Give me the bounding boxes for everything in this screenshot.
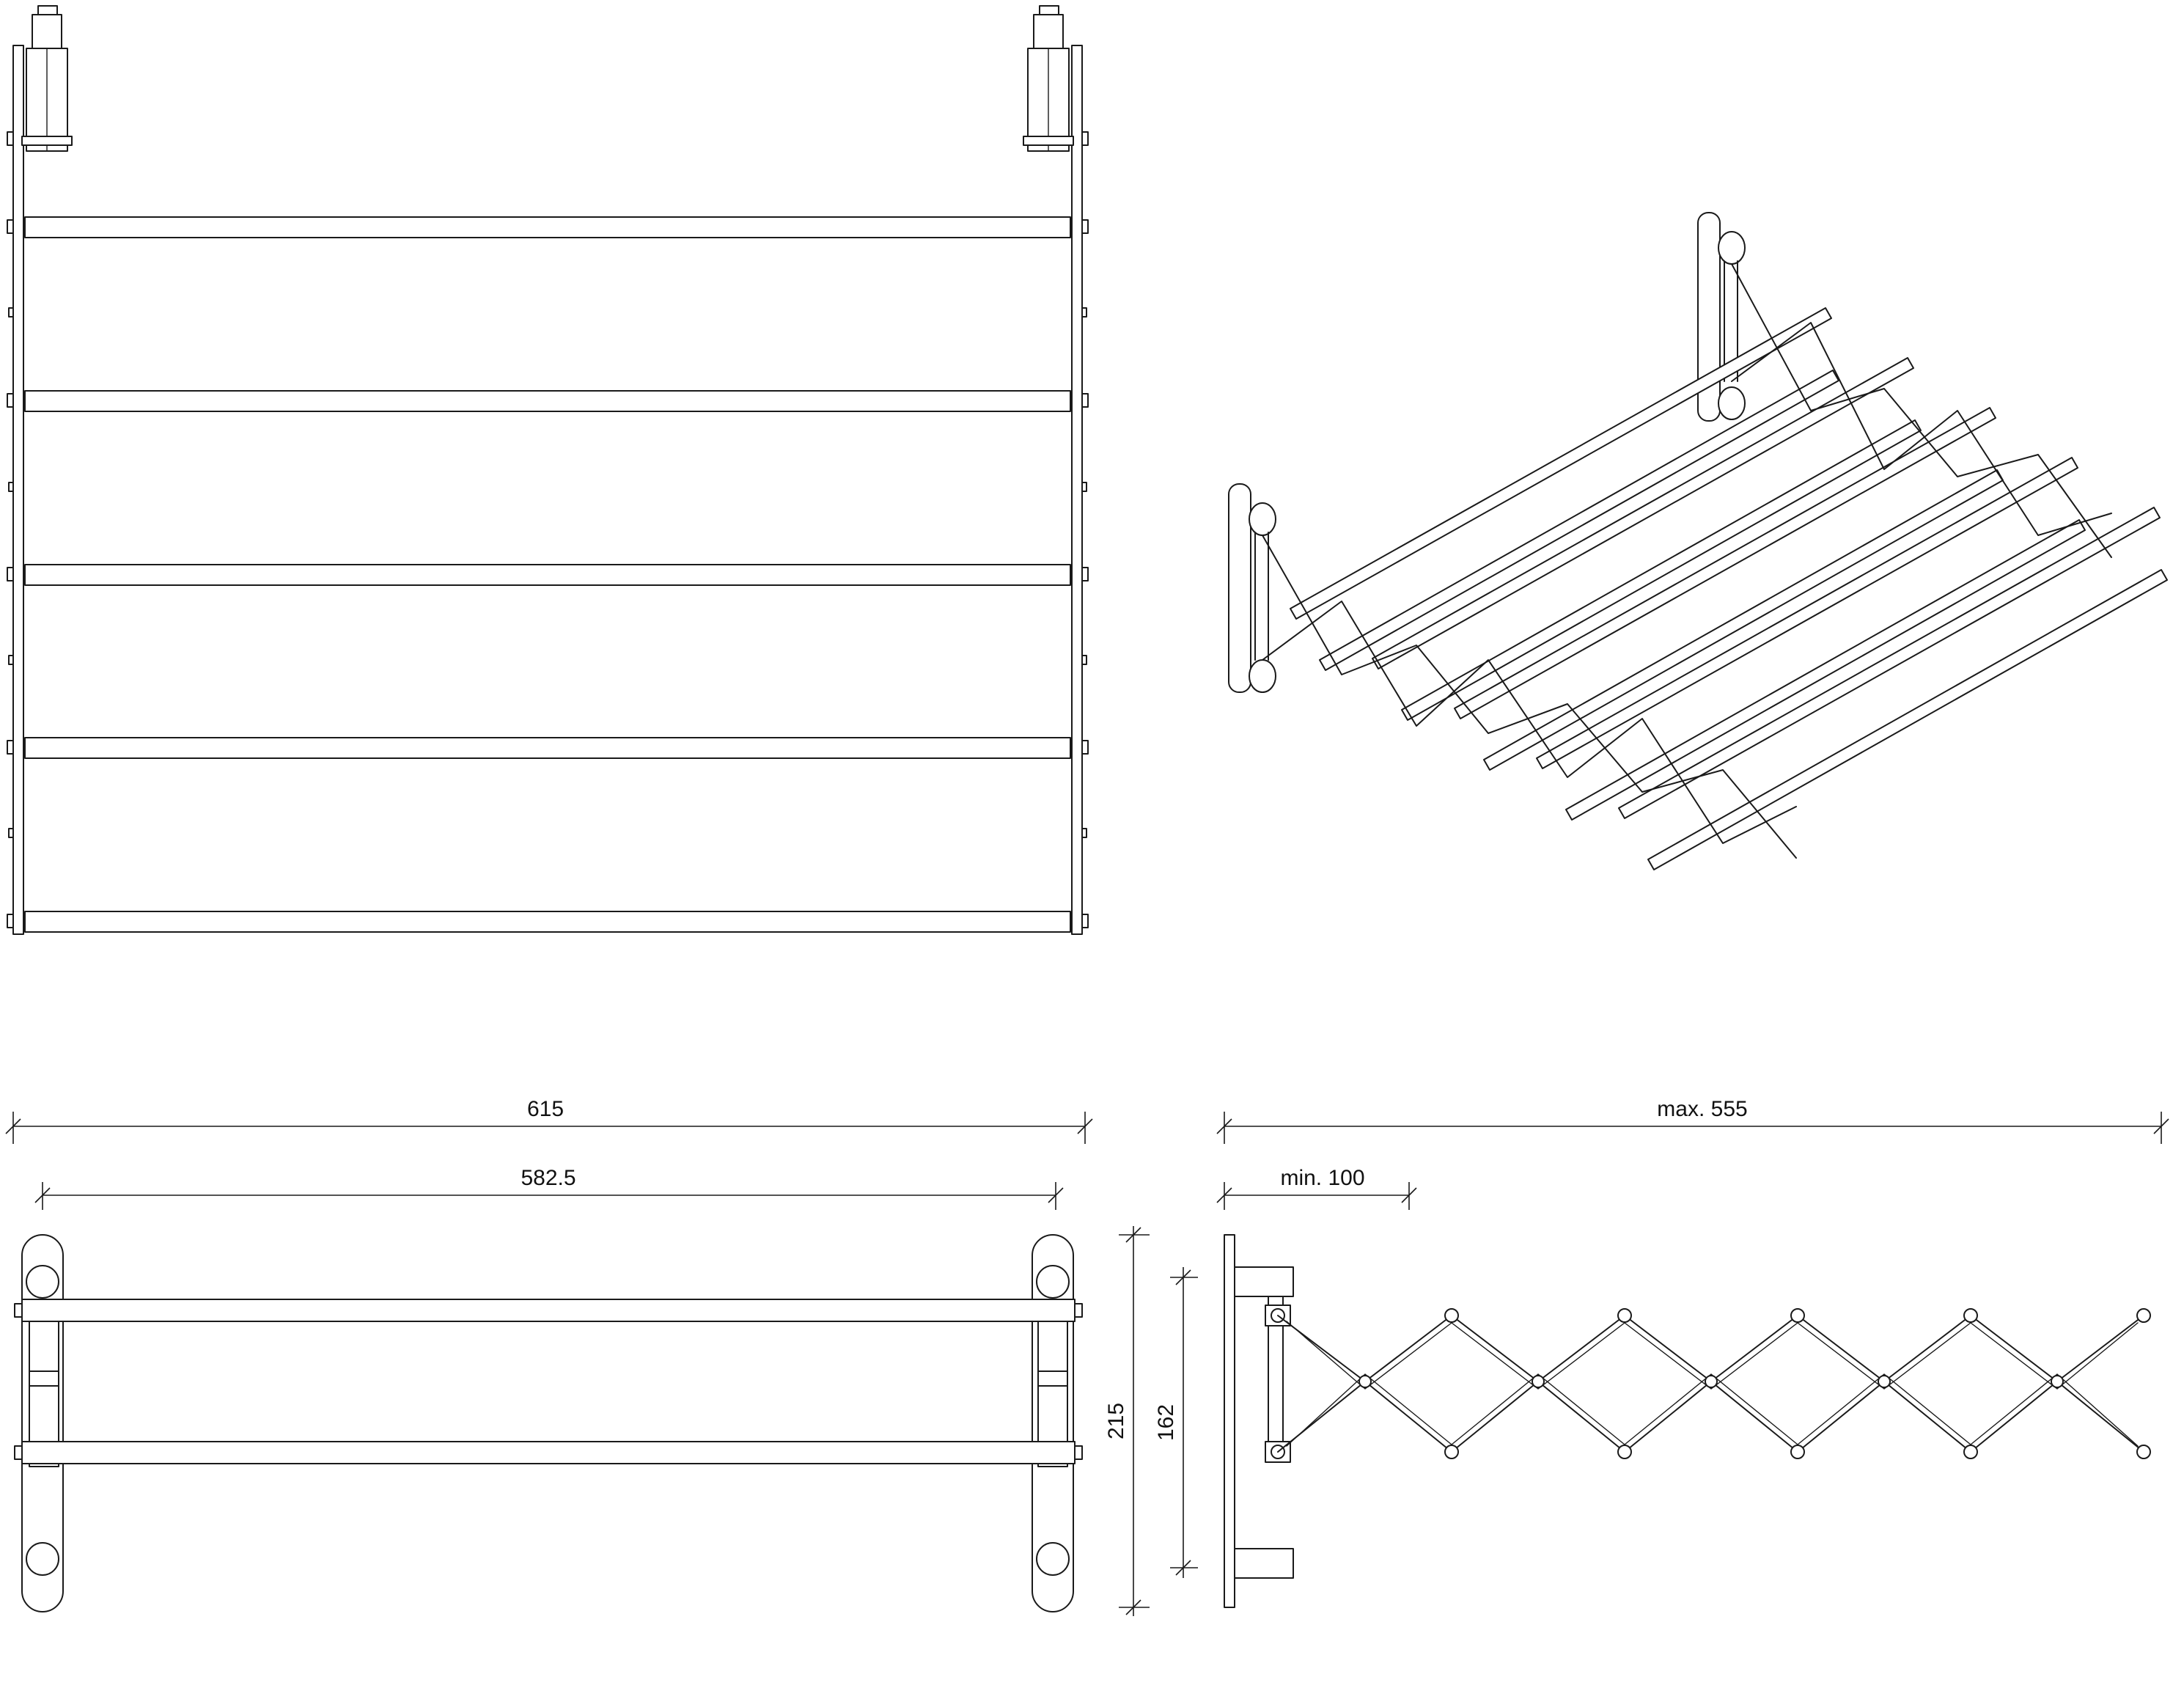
front-view — [14, 1234, 1083, 1612]
isometric-view — [1228, 212, 2168, 870]
dimension-label: min. 100 — [1280, 1166, 1364, 1190]
dimension-582-5: 582.5 — [34, 1166, 1064, 1210]
rail — [24, 390, 1071, 412]
dimension-label: 162 — [1154, 1404, 1178, 1441]
dimension-label: 215 — [1104, 1403, 1128, 1439]
side-view — [1224, 1234, 2151, 1608]
dimension-label: max. 555 — [1657, 1097, 1747, 1121]
dimension-215: 215 — [1104, 1226, 1150, 1616]
dimension-label: 582.5 — [521, 1166, 576, 1190]
rail — [21, 1441, 1076, 1464]
rail — [24, 216, 1071, 238]
rail — [24, 737, 1071, 759]
dimension-min-100: min. 100 — [1216, 1166, 1417, 1210]
dimension-max-555: max. 555 — [1216, 1097, 2169, 1144]
dimension-162: 162 — [1154, 1267, 1198, 1578]
rail — [24, 911, 1071, 933]
dimension-615: 615 — [5, 1097, 1093, 1144]
dimension-label: 615 — [527, 1097, 564, 1121]
rail — [24, 564, 1071, 586]
rail — [21, 1299, 1076, 1322]
top-view — [7, 5, 1089, 935]
